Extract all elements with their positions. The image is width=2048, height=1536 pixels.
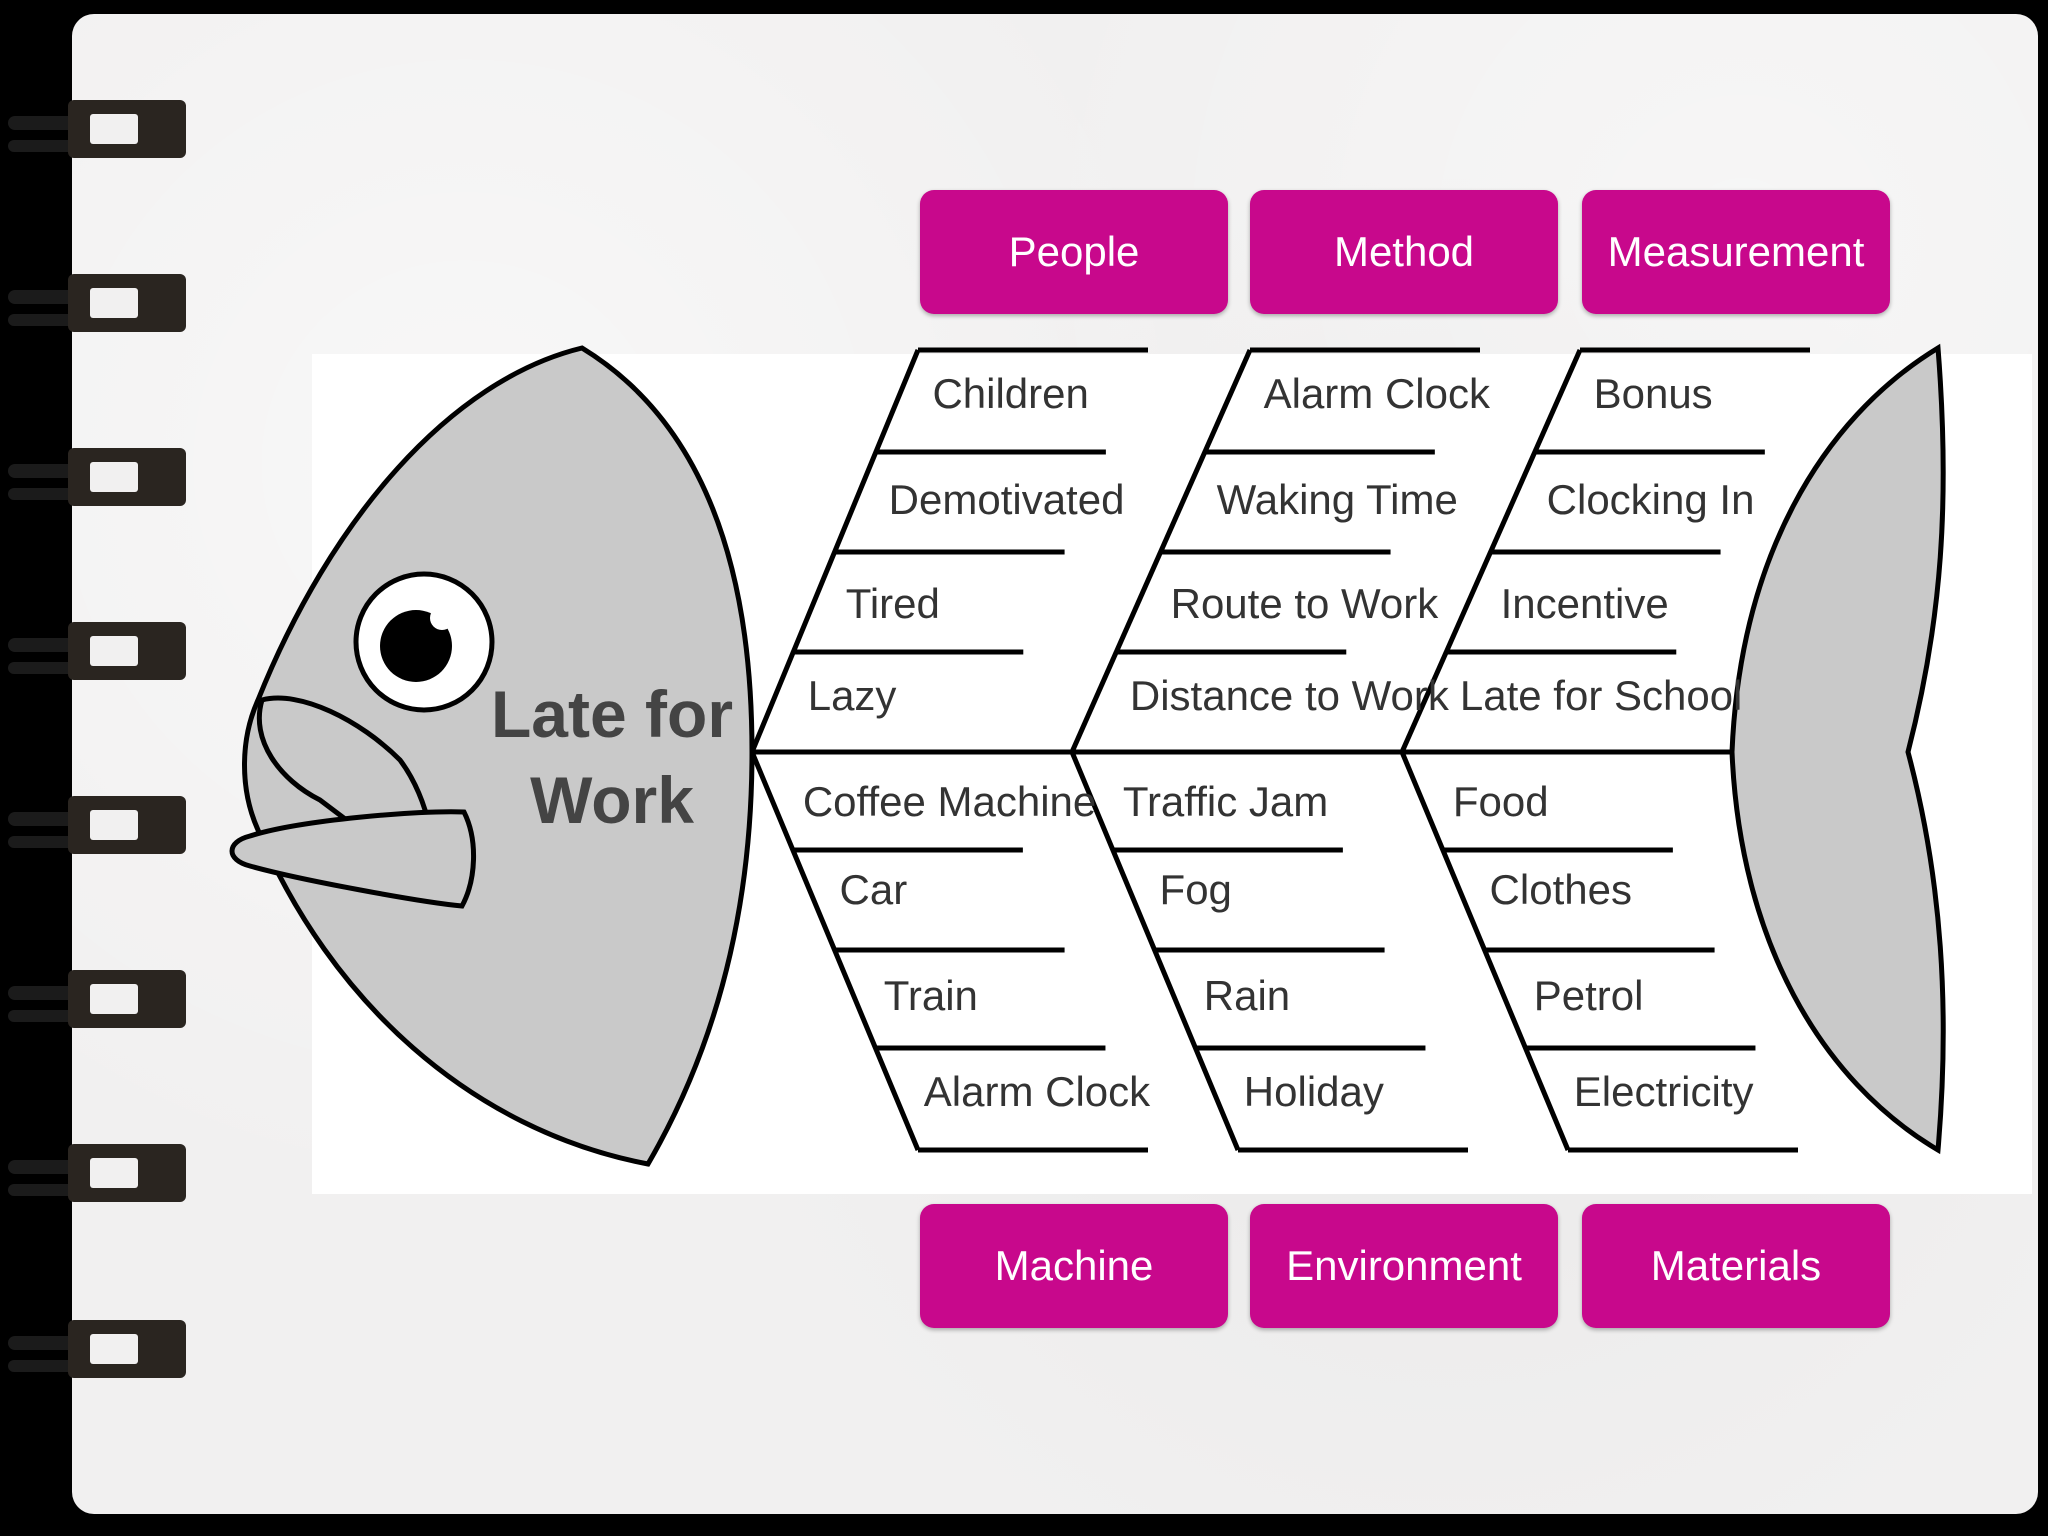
cause-label: Coffee Machine bbox=[803, 778, 1096, 825]
cause-label: Food bbox=[1453, 778, 1549, 825]
cause-label: Train bbox=[884, 972, 978, 1019]
cause-label: Alarm Clock bbox=[1264, 370, 1491, 417]
fish-eye-highlight bbox=[430, 606, 454, 630]
cause-label: Lazy bbox=[808, 672, 897, 719]
cause-label: Petrol bbox=[1534, 972, 1644, 1019]
cause-label: Clothes bbox=[1490, 866, 1632, 913]
problem-label-line2: Work bbox=[530, 763, 694, 837]
cause-label: Distance to Work bbox=[1130, 672, 1450, 719]
cause-label: Rain bbox=[1204, 972, 1290, 1019]
cause-label: Fog bbox=[1160, 866, 1232, 913]
cause-label: Clocking In bbox=[1547, 476, 1755, 523]
cause-label: Children bbox=[932, 370, 1088, 417]
fish-bones bbox=[752, 350, 1810, 1150]
fish-tail bbox=[1732, 348, 1943, 1150]
cause-label: Car bbox=[840, 866, 908, 913]
cause-label: Electricity bbox=[1574, 1068, 1754, 1115]
cause-label: Alarm Clock bbox=[924, 1068, 1151, 1115]
cause-label: Incentive bbox=[1501, 580, 1669, 627]
cause-label: Tired bbox=[846, 580, 940, 627]
cause-label: Late for School bbox=[1460, 672, 1743, 719]
cause-label: Bonus bbox=[1594, 370, 1713, 417]
problem-label-line1: Late for bbox=[491, 677, 733, 751]
cause-label: Holiday bbox=[1244, 1068, 1384, 1115]
cause-label: Waking Time bbox=[1217, 476, 1458, 523]
cause-label: Demotivated bbox=[889, 476, 1125, 523]
cause-label: Route to Work bbox=[1171, 580, 1440, 627]
cause-label: Traffic Jam bbox=[1123, 778, 1328, 825]
